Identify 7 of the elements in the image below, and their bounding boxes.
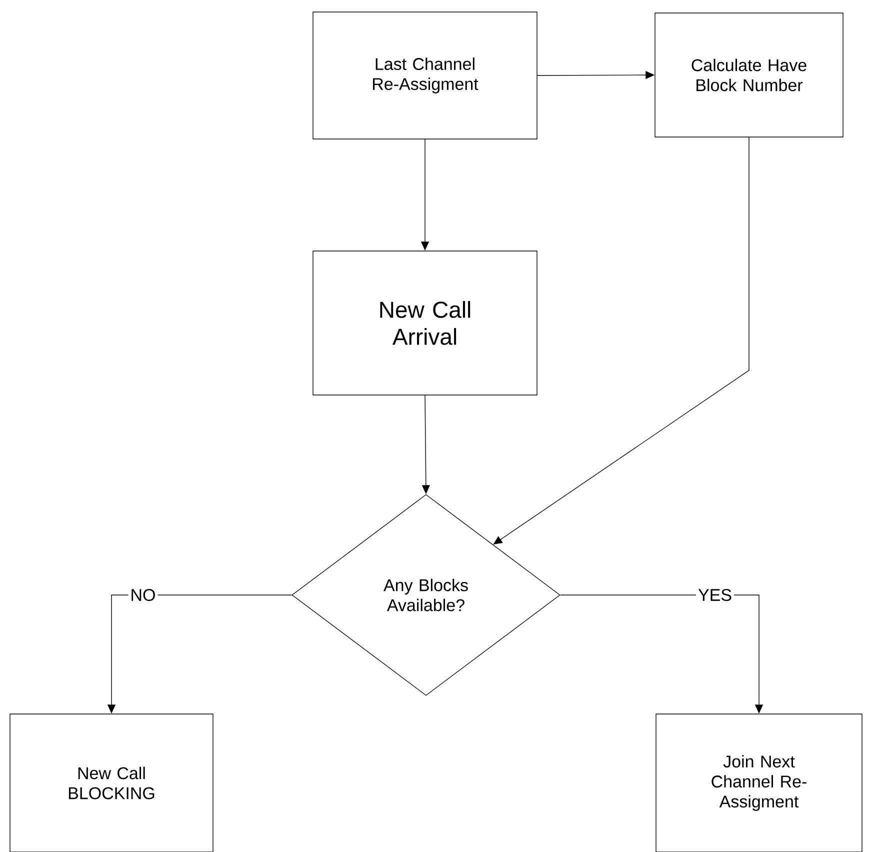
edge-label: NO — [128, 586, 158, 604]
edge-label: YES — [696, 586, 734, 604]
process-box: Join Next Channel Re-Assigment — [656, 714, 862, 852]
process-box: New Call BLOCKING — [10, 714, 214, 852]
process-box: New Call Arrival — [312, 250, 538, 396]
process-box: Last Channel Re-Assigment — [312, 12, 538, 140]
process-box: Calculate Have Block Number — [654, 12, 844, 138]
